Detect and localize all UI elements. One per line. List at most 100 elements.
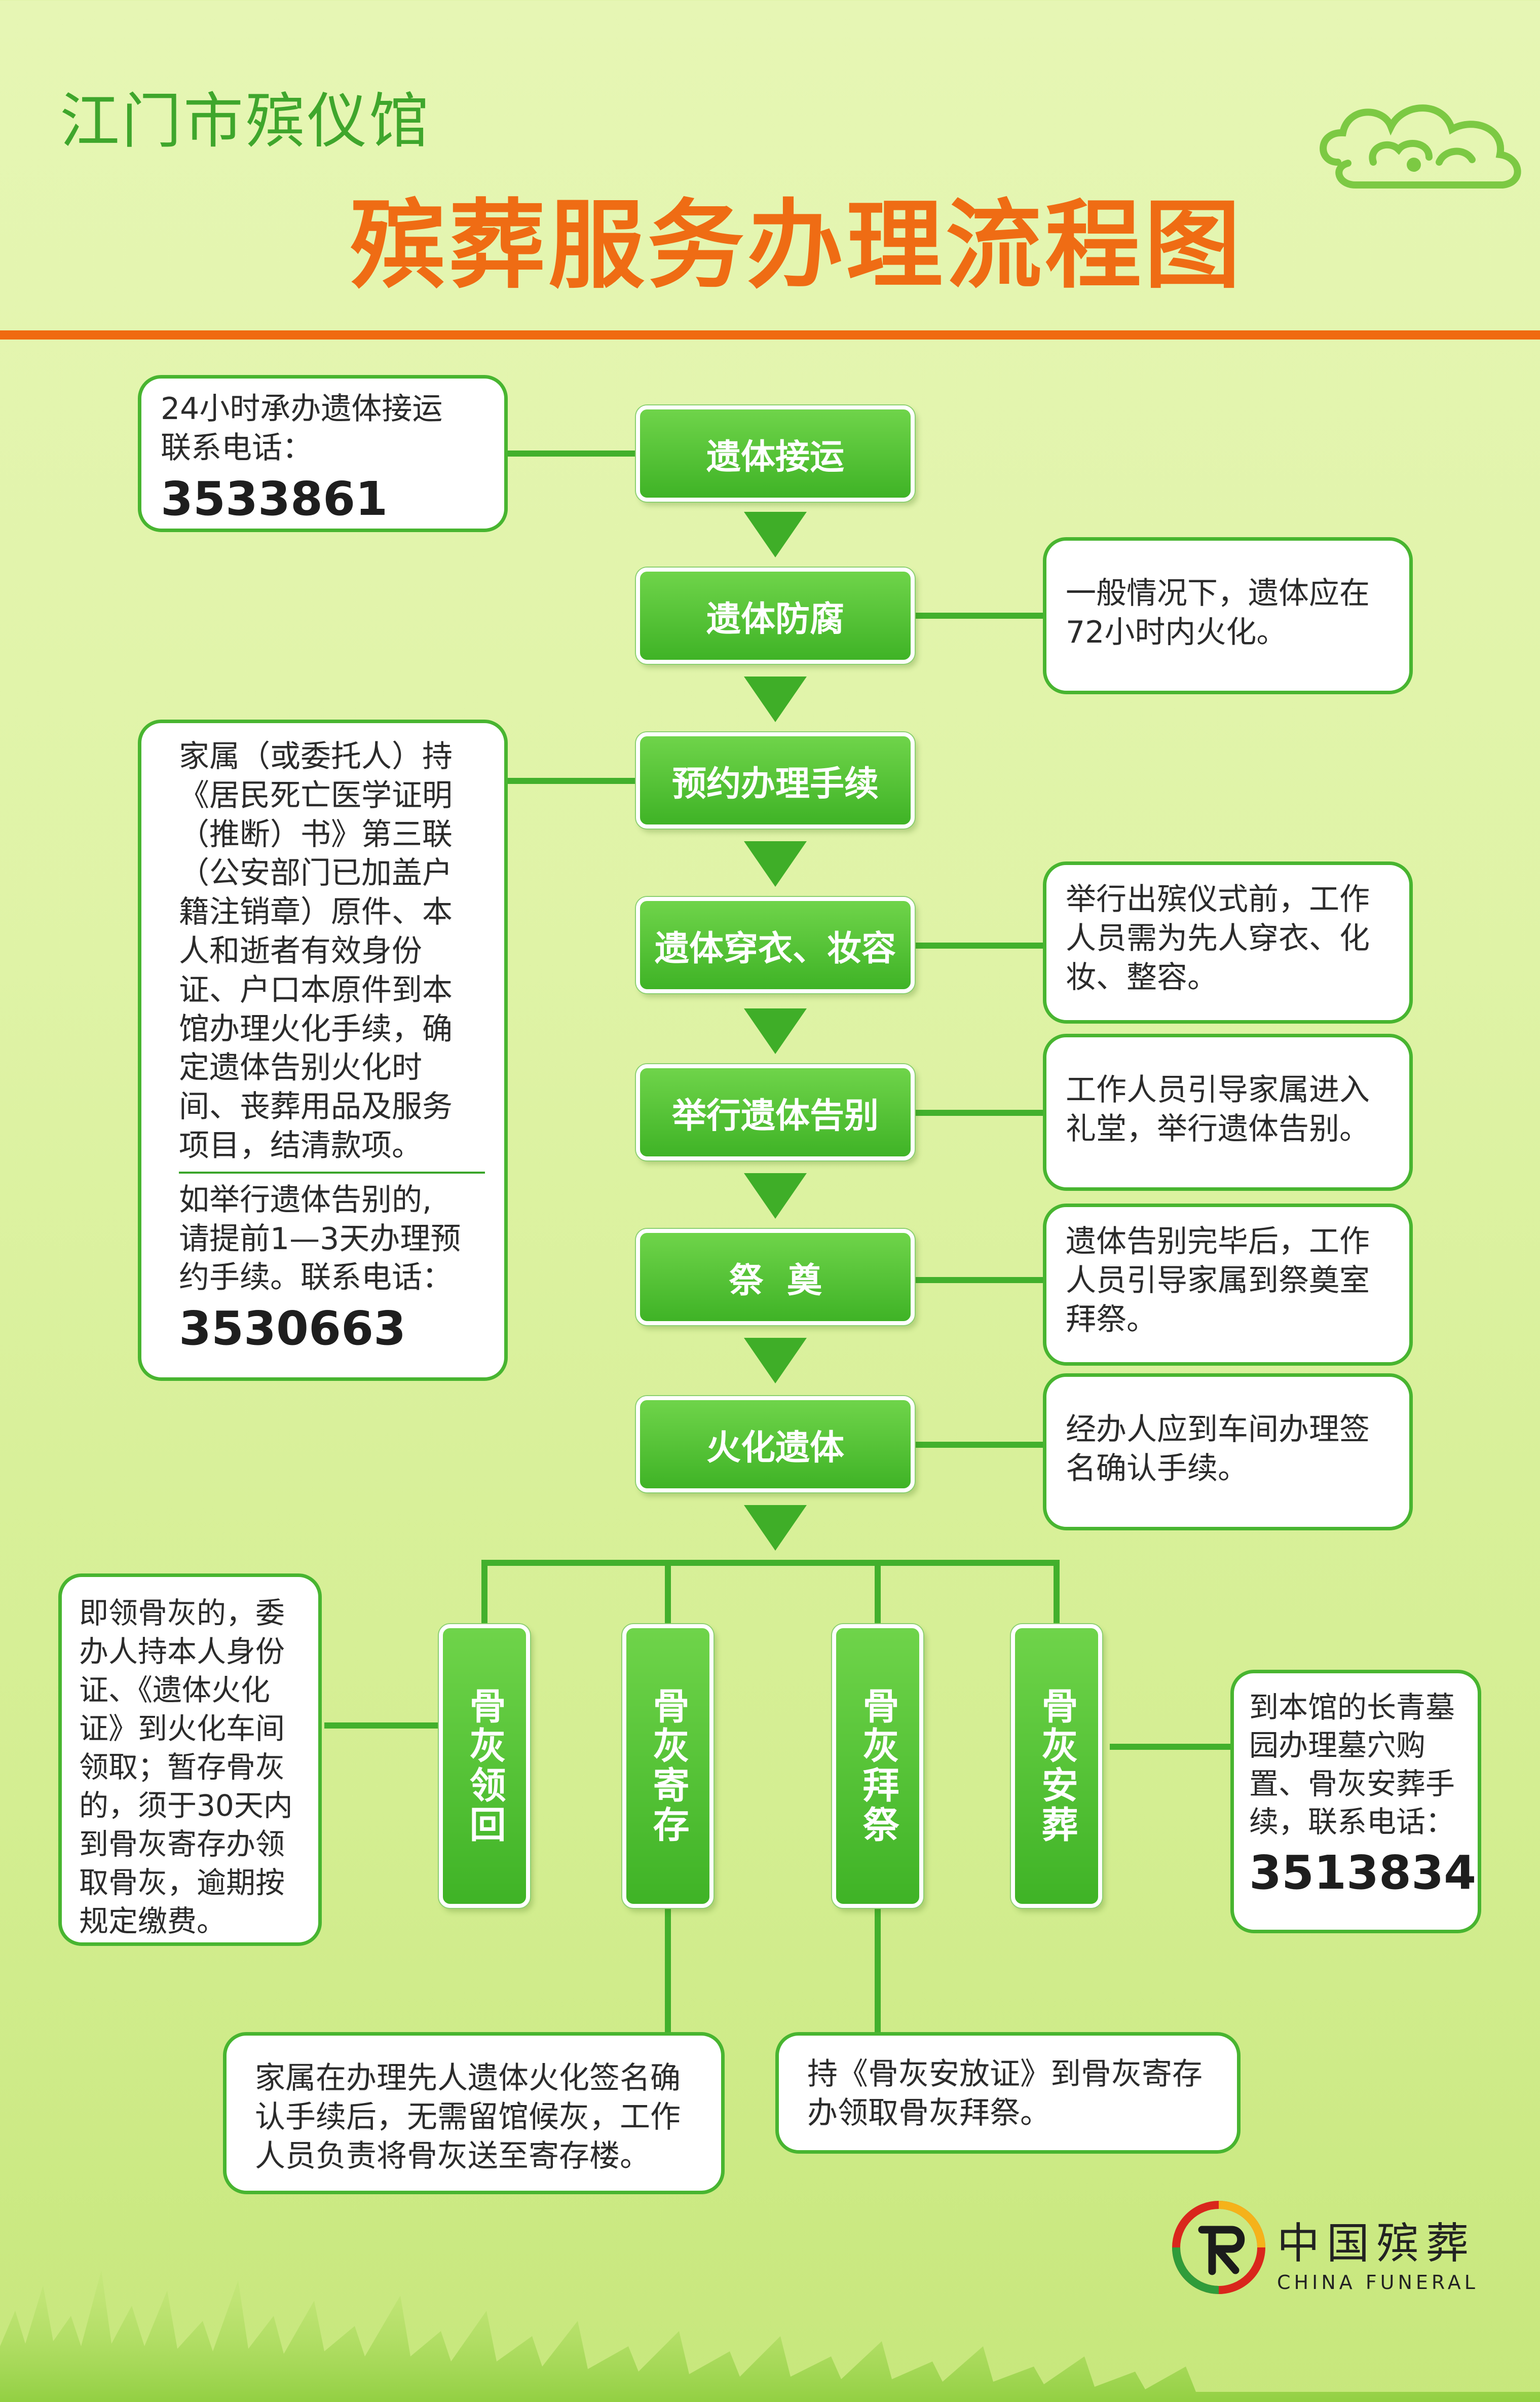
note-line: 举行出殡仪式前，工作 — [1066, 882, 1370, 917]
branch-stem-worship — [875, 1560, 881, 1637]
note-line: 取骨灰，逾期按 — [79, 1865, 285, 1900]
arrow-down-icon — [744, 1338, 807, 1383]
note-line: 持《骨灰安放证》到骨灰寄存 — [807, 2056, 1203, 2092]
branch-bus — [481, 1560, 1060, 1566]
note-line: 约手续。联系电话： — [179, 1260, 453, 1296]
note-line: 请提前1—3天办理预 — [179, 1221, 461, 1257]
note-line: （公安部门已加盖户 — [179, 855, 453, 891]
note-line: 领取；暂存骨灰 — [79, 1749, 285, 1784]
note-line: 遗体告别完毕后，工作 — [1066, 1224, 1370, 1259]
note-line: 妆、整容。 — [1066, 959, 1218, 995]
grass-decoration-icon — [0, 2270, 1540, 2402]
note-line: 馆办理火化手续，确 — [179, 1011, 453, 1047]
note-line: 籍注销章）原件、本 — [179, 894, 453, 930]
connector-burial — [1110, 1744, 1231, 1750]
note-line: 72小时内火化。 — [1066, 614, 1287, 650]
note-transport: 24小时承办遗体接运 联系电话： 3533861 — [138, 375, 508, 532]
note-storage: 家属在办理先人遗体火化签名确 认手续后，无需留馆候灰，工作 人员负责将骨灰送至寄… — [223, 2032, 725, 2194]
note-line: 一般情况下，遗体应在 — [1066, 576, 1370, 611]
note-line: 拜祭。 — [1066, 1301, 1157, 1337]
note-line: 联系电话： — [161, 430, 313, 466]
organization-name: 江门市殡仪馆 — [60, 86, 431, 156]
note-memorial: 遗体告别完毕后，工作 人员引导家属到祭奠室 拜祭。 — [1043, 1204, 1413, 1366]
header-divider — [0, 330, 1540, 340]
note-line: 《居民死亡医学证明 — [179, 777, 453, 813]
note-cremation: 经办人应到车间办理签 名确认手续。 — [1043, 1373, 1413, 1530]
note-line: 礼堂，举行遗体告别。 — [1066, 1111, 1370, 1147]
step-cremation: 火化遗体 — [636, 1396, 915, 1492]
note-line: 的，须于30天内 — [79, 1788, 293, 1823]
connector-farewell — [912, 1110, 1044, 1116]
connector-memorial — [912, 1277, 1044, 1283]
connector-collect — [324, 1722, 446, 1729]
arrow-down-icon — [744, 1173, 807, 1219]
logo-subtitle: CHINA FUNERAL — [1277, 2271, 1479, 2294]
branch-stem-storage — [665, 1560, 671, 1637]
note-divider — [179, 1171, 485, 1174]
note-line: 间、丧葬用品及服务 — [179, 1089, 453, 1125]
step-embalm: 遗体防腐 — [636, 568, 915, 664]
note-line: 人员引导家属到祭奠室 — [1066, 1262, 1370, 1298]
note-line: 人和逝者有效身份 — [179, 933, 422, 969]
note-line: 证、《遗体火化 — [79, 1672, 271, 1707]
arrow-down-icon — [744, 512, 807, 557]
branch-worship: 骨灰拜祭 — [832, 1624, 923, 1908]
note-line: 置、骨灰安葬手 — [1249, 1766, 1455, 1801]
note-line: 办人持本人身份 — [79, 1634, 285, 1669]
china-funeral-logo-icon — [1172, 2201, 1265, 2294]
branch-storage: 骨灰寄存 — [622, 1624, 713, 1908]
note-line: 人员负责将骨灰送至寄存楼。 — [255, 2138, 650, 2174]
note-burial: 到本馆的长青墓 园办理墓穴购 置、骨灰安葬手 续，联系电话： 3513834 — [1230, 1670, 1481, 1933]
note-line: 到本馆的长青墓 — [1249, 1690, 1455, 1724]
step-dressing: 遗体穿衣、妆容 — [636, 897, 915, 993]
note-line: （推断）书》第三联 — [179, 816, 453, 852]
step-transport: 遗体接运 — [636, 405, 915, 502]
note-line: 办领取骨灰拜祭。 — [807, 2095, 1050, 2131]
connector-cremation — [912, 1442, 1044, 1448]
note-line: 证》到火化车间 — [79, 1711, 285, 1746]
branch-burial: 骨灰安葬 — [1011, 1624, 1102, 1908]
page-title: 殡葬服务办理流程图 — [350, 190, 1244, 302]
phone-number: 3530663 — [179, 1301, 406, 1356]
connector-worship — [875, 1905, 881, 2032]
note-line: 家属在办理先人遗体火化签名确 — [255, 2060, 681, 2096]
note-line: 24小时承办遗体接运 — [161, 391, 443, 427]
note-line: 如举行遗体告别的, — [179, 1182, 432, 1218]
connector-transport — [507, 451, 638, 457]
note-line: 证、户口本原件到本 — [179, 972, 453, 1008]
note-line: 经办人应到车间办理签 — [1066, 1412, 1370, 1447]
note-line: 续，联系电话： — [1249, 1805, 1455, 1840]
arrow-down-icon — [744, 677, 807, 722]
phone-number: 3513834 — [1249, 1845, 1477, 1900]
arrow-down-icon — [744, 841, 807, 887]
step-memorial: 祭 奠 — [636, 1229, 915, 1325]
note-line: 园办理墓穴购 — [1249, 1728, 1426, 1763]
step-booking: 预约办理手续 — [636, 732, 915, 829]
note-worship: 持《骨灰安放证》到骨灰寄存 办领取骨灰拜祭。 — [775, 2032, 1241, 2154]
note-embalm: 一般情况下，遗体应在 72小时内火化。 — [1043, 537, 1413, 694]
branch-stem-collect — [481, 1560, 487, 1637]
connector-booking — [507, 778, 638, 784]
connector-embalm — [912, 613, 1044, 619]
phone-number: 3533861 — [161, 471, 388, 526]
note-line: 家属（或委托人）持 — [179, 739, 453, 774]
note-line: 即领骨灰的，委 — [79, 1596, 285, 1630]
logo-text: 中国殡葬 — [1277, 2219, 1476, 2268]
branch-collect: 骨灰领回 — [439, 1624, 530, 1908]
note-farewell: 工作人员引导家属进入 礼堂，举行遗体告别。 — [1043, 1034, 1413, 1191]
connector-dressing — [912, 943, 1044, 949]
note-line: 认手续后，无需留馆候灰，工作 — [255, 2099, 681, 2135]
connector-storage — [665, 1905, 671, 2047]
note-line: 项目，结清款项。 — [179, 1128, 422, 1164]
note-line: 人员需为先人穿衣、化 — [1066, 920, 1370, 956]
note-line: 工作人员引导家属进入 — [1066, 1072, 1370, 1108]
arrow-down-icon — [744, 1505, 807, 1551]
note-collect: 即领骨灰的，委 办人持本人身份 证、《遗体火化 证》到火化车间 领取；暂存骨灰 … — [58, 1573, 322, 1946]
note-line: 到骨灰寄存办领 — [79, 1826, 285, 1861]
note-line: 名确认手续。 — [1066, 1450, 1248, 1486]
cloud-decoration-icon — [1320, 104, 1521, 189]
arrow-down-icon — [744, 1008, 807, 1054]
branch-stem-burial — [1054, 1560, 1060, 1637]
note-dressing: 举行出殡仪式前，工作 人员需为先人穿衣、化 妆、整容。 — [1043, 861, 1413, 1024]
note-line: 规定缴费。 — [79, 1903, 227, 1938]
